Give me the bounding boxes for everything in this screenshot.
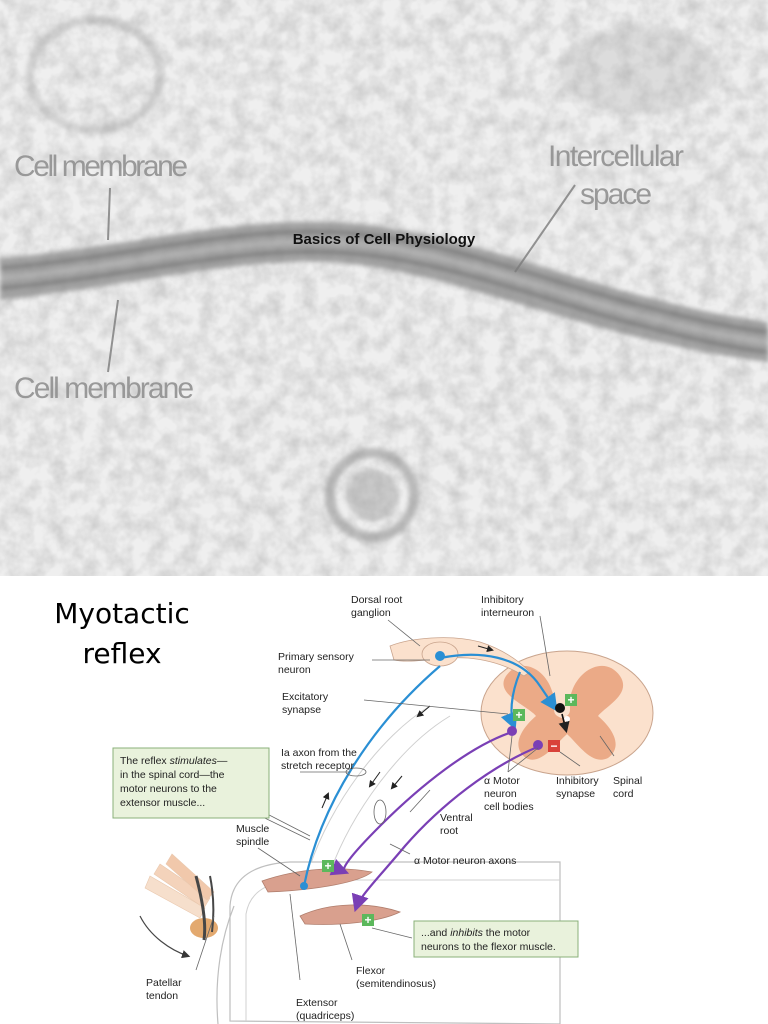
flexor-label: Flexor <box>356 965 386 977</box>
membrane-band <box>0 221 768 362</box>
flexor-muscle <box>299 904 402 925</box>
micrograph-image: Cell membrane Cell membrane Intercellula… <box>0 0 768 576</box>
ia-axon-label-2: stretch receptor <box>281 760 354 772</box>
svg-text:−: − <box>550 739 557 753</box>
intercellular-label: Intercellular <box>548 140 684 173</box>
flexor-label-2: (semitendinosus) <box>356 978 436 990</box>
excitatory-synapse-sign: + <box>513 708 525 722</box>
excitatory-synapse-label-2: synapse <box>282 704 321 716</box>
spinal-cord-label-2: cord <box>613 788 634 800</box>
spinal-cord-label: Spinal <box>613 775 642 787</box>
dorsal-root-label-2: ganglion <box>351 607 391 619</box>
alpha-motor-label: α Motor <box>484 775 520 787</box>
muscle-spindle-label-2: spindle <box>236 836 269 848</box>
slide-myotactic-reflex: Myotactic reflex <box>0 576 768 1024</box>
extensor-label: Extensor <box>296 997 338 1009</box>
spinal-cord <box>480 650 654 776</box>
excitatory-synapse-label: Excitatory <box>282 691 329 703</box>
motor-neurons <box>329 726 543 913</box>
svg-text:+: + <box>364 913 371 927</box>
ia-axon-label: Ia axon from the <box>281 747 357 759</box>
primary-sensory-label: Primary sensory <box>278 651 355 663</box>
muscle-spindle-label: Muscle <box>236 823 269 835</box>
slide-title: Basics of Cell Physiology <box>292 231 476 248</box>
muscle-synapse-sign-2: + <box>362 913 374 927</box>
svg-text:extensor muscle...: extensor muscle... <box>120 797 205 809</box>
pointer-lines <box>195 615 615 981</box>
inhibitory-interneuron <box>555 703 570 734</box>
title-line-2: reflex <box>82 637 162 670</box>
flow-arrows <box>321 645 494 809</box>
alpha-motor-label-2: neuron <box>484 788 517 800</box>
inhibitory-interneuron-label-2: interneuron <box>481 607 534 619</box>
muscle-synapse-sign-1: + <box>322 859 334 873</box>
svg-text:+: + <box>324 859 331 873</box>
svg-text:motor neurons to the: motor neurons to the <box>120 783 217 795</box>
alpha-motor-label-3: cell bodies <box>484 801 534 813</box>
extensor-label-2: (quadriceps) <box>296 1010 354 1022</box>
patellar-tendon-label-2: tendon <box>146 990 178 1002</box>
stimulates-callout: The reflex stimulates— in the spinal cor… <box>112 747 270 819</box>
title-line-1: Myotactic <box>54 597 190 630</box>
inhibitory-synapse-sign: − <box>548 739 560 753</box>
inhibitory-synapse-label: Inhibitory <box>556 775 599 787</box>
svg-text:+: + <box>515 708 522 722</box>
motor-axons-label: α Motor neuron axons <box>414 855 516 867</box>
svg-text:The reflex stimulates—: The reflex stimulates— <box>120 755 228 767</box>
svg-text:in the spinal cord—the: in the spinal cord—the <box>120 769 225 781</box>
slide-cell-physiology: Cell membrane Cell membrane Intercellula… <box>0 0 768 576</box>
svg-text:...and inhibits the motor: ...and inhibits the motor <box>421 927 531 939</box>
svg-text:+: + <box>567 693 574 707</box>
reflex-diagram: + + − + + <box>112 594 654 1024</box>
dorsal-root-label: Dorsal root <box>351 594 402 606</box>
inhibitory-synapse-label-2: synapse <box>556 788 595 800</box>
cell-membrane-label-bottom: Cell membrane <box>14 372 194 405</box>
inhibitory-interneuron-label: Inhibitory <box>481 594 524 606</box>
slide-title: Myotactic reflex <box>42 594 202 674</box>
inhibits-callout: ...and inhibits the motor neurons to the… <box>413 920 579 958</box>
excitatory-synapse-sign-2: + <box>565 693 577 707</box>
ventral-root-label: Ventral <box>440 812 473 824</box>
lower-leg-swing <box>139 853 218 959</box>
ventral-root-label-2: root <box>440 825 458 837</box>
space-label: space <box>580 178 652 211</box>
cell-membrane-label-top: Cell membrane <box>14 150 188 183</box>
primary-sensory-label-2: neuron <box>278 664 311 676</box>
patellar-tendon-label: Patellar <box>146 977 182 989</box>
svg-text:neurons to the flexor muscle.: neurons to the flexor muscle. <box>421 941 556 953</box>
